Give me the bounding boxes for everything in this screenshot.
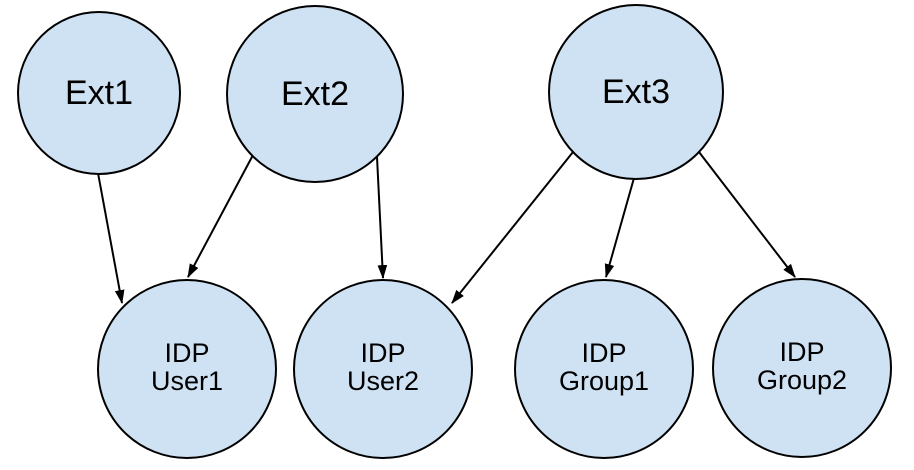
node-idp-user2-label-line2: User2 — [347, 366, 419, 396]
edge-ext3-to-idp-group2 — [698, 151, 796, 278]
node-ext3-circle — [548, 4, 724, 180]
node-idp-group2-label-line1: IDP — [779, 337, 824, 367]
node-idp-group1: IDP Group1 — [514, 279, 694, 459]
node-idp-group2: IDP Group2 — [712, 278, 892, 458]
edge-ext3-to-idp-user2 — [451, 151, 574, 304]
node-idp-user1-label-line1: IDP — [164, 338, 209, 368]
node-idp-group1-label-line1: IDP — [581, 338, 626, 368]
node-idp-user1-label-line2: User1 — [151, 366, 223, 396]
node-ext1-label: Ext1 — [65, 74, 133, 112]
node-idp-group1-label-line2: Group1 — [559, 366, 649, 396]
node-ext2-circle — [226, 5, 404, 183]
node-idp-user1: IDP User1 — [97, 279, 277, 459]
node-idp-group2-label-line2: Group2 — [757, 365, 847, 395]
node-ext2: Ext2 — [226, 5, 404, 183]
node-ext1: Ext1 — [17, 11, 181, 175]
edge-ext2-to-idp-user1 — [187, 154, 254, 278]
node-idp-user2-circle — [293, 279, 473, 459]
node-ext3-label: Ext3 — [602, 73, 670, 111]
node-idp-group2-circle — [712, 278, 892, 458]
node-idp-user1-circle — [97, 279, 277, 459]
node-ext3: Ext3 — [548, 4, 724, 180]
node-ext1-circle — [17, 11, 181, 175]
edge-ext1-to-idp-user1 — [97, 172, 125, 305]
node-idp-user2: IDP User2 — [293, 279, 473, 459]
edge-ext3-to-idp-group1 — [604, 177, 635, 279]
node-idp-group1-circle — [514, 279, 694, 459]
node-idp-user2-label-line1: IDP — [360, 338, 405, 368]
node-ext2-label: Ext2 — [281, 75, 349, 113]
edges-layer — [97, 151, 796, 305]
edge-ext2-to-idp-user2 — [376, 156, 388, 280]
